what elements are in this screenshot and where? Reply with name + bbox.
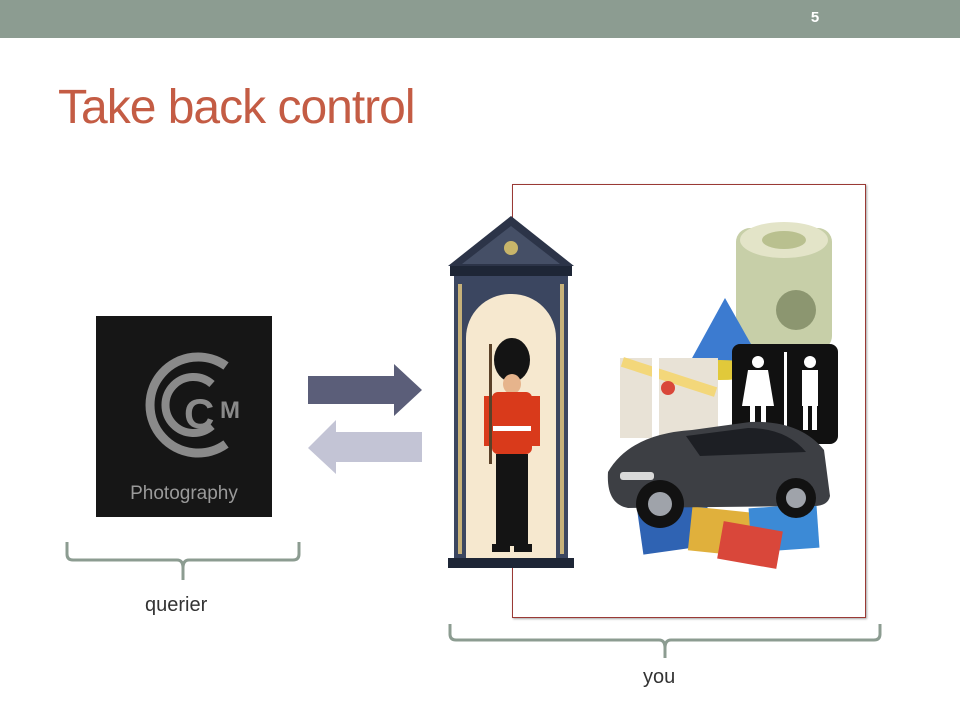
car	[607, 421, 830, 528]
logo-letter-m: M	[220, 397, 240, 424]
map-image	[620, 357, 718, 438]
you-label: you	[643, 666, 676, 688]
top-bar: 5	[0, 0, 960, 38]
map-pin-icon	[661, 381, 675, 395]
money-roll	[736, 222, 832, 350]
restroom-icon	[732, 344, 838, 444]
right-arrow-icon	[308, 364, 422, 416]
left-arrow-icon	[308, 420, 422, 474]
personal-items-collage	[607, 222, 838, 569]
logo-letter-c: C	[184, 390, 214, 437]
you-brace	[448, 624, 882, 658]
exchange-arrows	[308, 364, 422, 474]
sentry-box-guard	[448, 216, 574, 568]
querier-label: querier	[145, 594, 208, 616]
logo-text: Photography	[130, 483, 238, 504]
crown-emblem	[504, 241, 518, 255]
querier-brace	[65, 542, 301, 580]
slide-number: 5	[810, 9, 820, 26]
red-tunic	[492, 392, 532, 454]
slide-title: Take back control	[58, 81, 416, 134]
bearskin-hat	[494, 338, 530, 382]
cm-logo-mark: C M	[145, 352, 240, 458]
cm-photography-logo: C M Photography	[96, 316, 272, 517]
